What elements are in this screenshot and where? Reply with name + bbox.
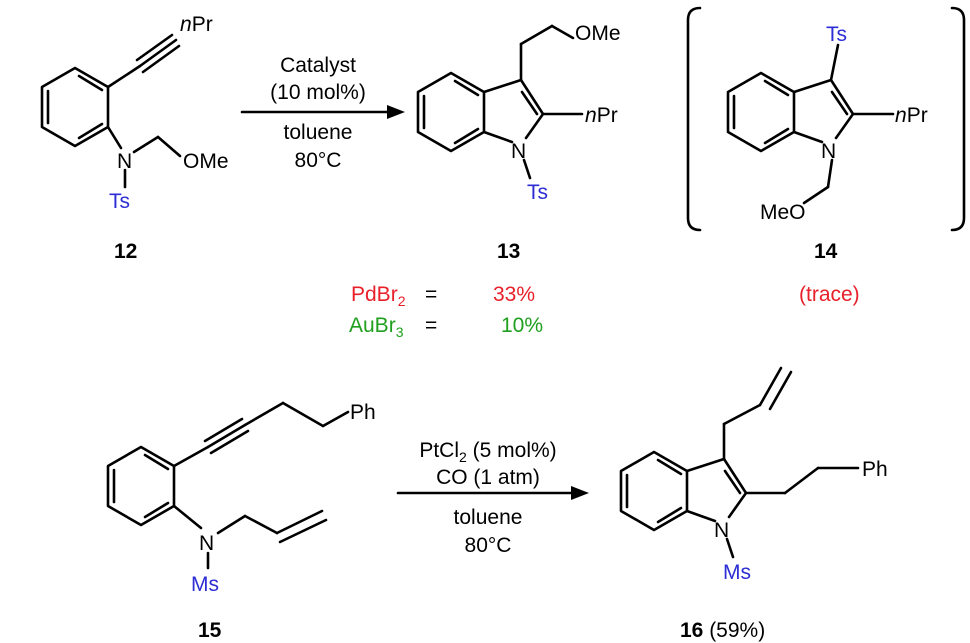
condition-temp-2: 80°C bbox=[465, 534, 512, 557]
ts-label-12: Ts bbox=[109, 190, 130, 213]
npr-label-14: nPr bbox=[895, 104, 928, 127]
yield-aubr3: 10% bbox=[501, 314, 543, 337]
n-atom-16: N bbox=[714, 519, 729, 542]
ph-label-15: Ph bbox=[350, 401, 376, 424]
right-bracket bbox=[950, 6, 966, 232]
condition-solvent-2: toluene bbox=[454, 506, 523, 529]
condition-ptcl2: PtCl2 (5 mol%) bbox=[419, 439, 556, 465]
yield-pdbr2: 33% bbox=[493, 283, 535, 306]
arrow-head-2 bbox=[571, 486, 589, 500]
npr-label-12: nPr bbox=[180, 13, 213, 36]
compound-16-structure bbox=[619, 366, 860, 559]
compound-number-13: 13 bbox=[497, 240, 520, 263]
ms-label-16: Ms bbox=[723, 561, 751, 584]
ph-label-16: Ph bbox=[862, 458, 888, 481]
ome-label-13: OMe bbox=[575, 22, 621, 45]
compound-15-structure bbox=[106, 401, 350, 570]
compound-12-structure bbox=[40, 33, 182, 189]
compound-number-16: 16 (59%) bbox=[680, 619, 765, 642]
n-atom-15: N bbox=[199, 532, 214, 555]
n-atom-12: N bbox=[117, 150, 132, 173]
compound-number-15: 15 bbox=[198, 619, 222, 642]
ms-label-15: Ms bbox=[191, 573, 219, 596]
trace-note: (trace) bbox=[799, 283, 860, 306]
ts-label-14: Ts bbox=[826, 23, 847, 46]
ome-label-12: OMe bbox=[183, 150, 229, 173]
condition-co: CO (1 atm) bbox=[436, 466, 540, 489]
catalyst-pdbr2: PdBr2 bbox=[351, 283, 406, 309]
condition-loading: (10 mol%) bbox=[270, 81, 366, 104]
catalyst-aubr3: AuBr3 bbox=[349, 314, 404, 340]
left-bracket bbox=[686, 6, 702, 232]
n-atom-14: N bbox=[821, 140, 836, 163]
compound-number-12: 12 bbox=[114, 240, 137, 263]
n-atom-13: N bbox=[511, 140, 526, 163]
ts-label-13: Ts bbox=[527, 181, 548, 204]
compound-number-14: 14 bbox=[814, 240, 838, 263]
arrow-head-1 bbox=[387, 105, 405, 119]
meo-label-14: MeO bbox=[760, 201, 806, 224]
equals-1: = bbox=[425, 283, 437, 306]
compound-13-structure bbox=[416, 24, 584, 180]
condition-catalyst: Catalyst bbox=[280, 54, 356, 77]
npr-label-13: nPr bbox=[585, 104, 618, 127]
compound-14-structure bbox=[726, 43, 895, 205]
condition-temp-1: 80°C bbox=[295, 149, 342, 172]
condition-solvent-1: toluene bbox=[284, 121, 353, 144]
equals-2: = bbox=[425, 314, 437, 337]
